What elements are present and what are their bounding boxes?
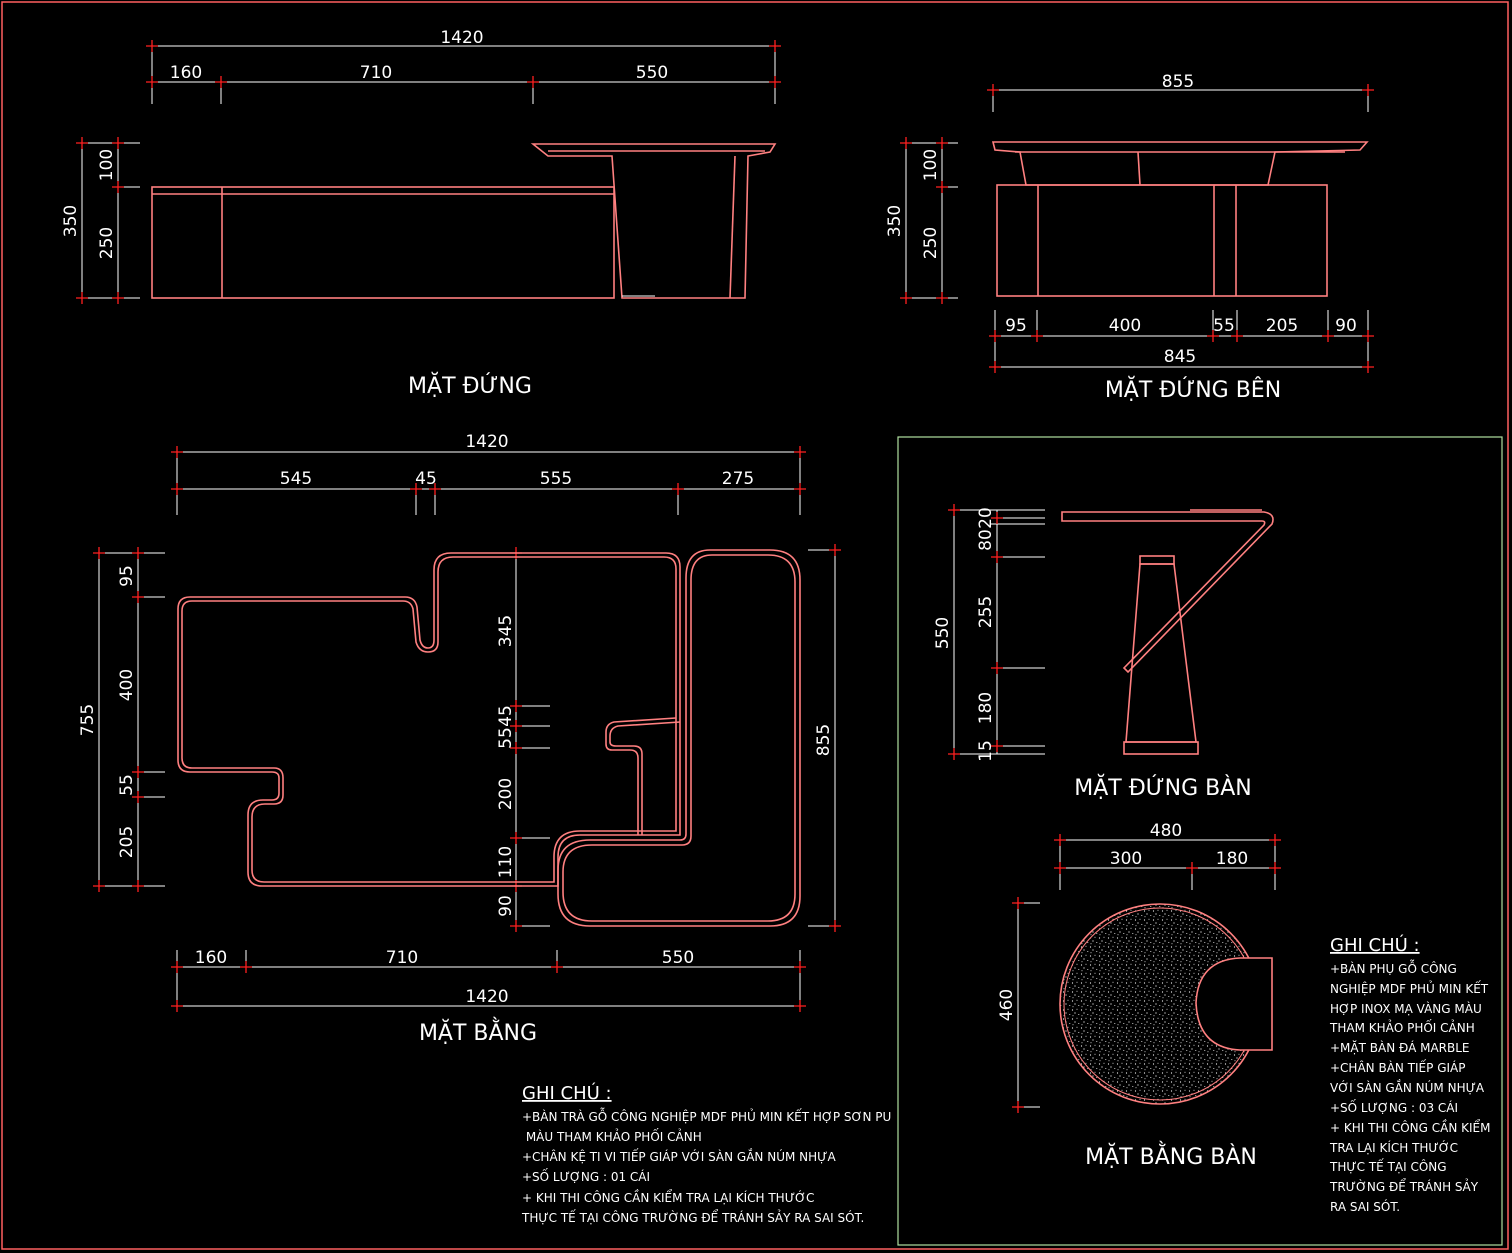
side-dim-b4: 205: [1266, 316, 1298, 336]
notes-main-line: +BÀN TRÀ GỖ CÔNG NGHIỆP MDF PHỦ MIN KẾT …: [522, 1107, 891, 1124]
notes-table-line: NGHIỆP MDF PHỦ MIN KẾT: [1330, 980, 1489, 996]
plan-dim-t3: 555: [540, 469, 572, 489]
notes-table-line: +SỐ LƯỢNG : 03 CÁI: [1330, 1099, 1458, 1115]
plan-dim-m6: 90: [496, 895, 516, 917]
notes-table-line: + KHI THI CÔNG CẦN KIỂM: [1330, 1119, 1490, 1135]
notes-main-heading: GHI CHÚ :: [522, 1082, 612, 1104]
notes-table-heading: GHI CHÚ :: [1330, 934, 1420, 956]
notes-table-line: +CHÂN BÀN TIẾP GIÁP: [1330, 1059, 1465, 1075]
plan-dim-overall-top: 1420: [465, 432, 508, 452]
table-plan: 480 300 180 460 MẶT BẰNG BÀN: [997, 821, 1281, 1170]
plan-dim-overall-bottom: 1420: [465, 987, 508, 1007]
side-dim-bottom: 845: [1164, 347, 1196, 367]
notes-table: GHI CHÚ : +BÀN PHỤ GỖ CÔNG NGHIỆP MDF PH…: [1329, 934, 1490, 1214]
table-plan-dims: 480 300 180 460: [997, 821, 1281, 1113]
front-dim-w1: 160: [170, 63, 202, 83]
front-title: MẶT ĐỨNG: [408, 372, 532, 399]
plan-dims-top: 1420 545 45 555 275: [171, 432, 806, 515]
table-plan-dim-w2: 180: [1216, 849, 1248, 869]
table-elev-dim-d5: 15: [976, 740, 996, 762]
table-plan-dim-h: 460: [997, 989, 1017, 1021]
notes-table-line: VỚI SÀN GẮN NÚM NHỰA: [1330, 1079, 1485, 1095]
plan-dim-m5: 110: [496, 846, 516, 878]
front-elevation: 1420 160 710 550 350 100 250 MẶT ĐỨNG: [61, 28, 781, 399]
notes-table-line: RA SAI SÓT.: [1330, 1199, 1400, 1214]
plan-dims-bottom: 160 710 550 1420: [171, 948, 806, 1012]
side-cabinet: [991, 141, 1369, 297]
side-table-shape: [1061, 509, 1274, 755]
plan-view: 1420 545 45 555 275 755 95 400 55 205: [78, 432, 841, 1046]
plan-dim-m1: 345: [496, 615, 516, 647]
table-elev-dims: 550 80 20 255 180 15: [933, 504, 1045, 762]
front-dim-h-top: 100: [97, 149, 117, 181]
plan-dim-right-total: 855: [814, 724, 834, 756]
front-cabinet: [151, 143, 777, 299]
notes-table-line: HỢP INOX MẠ VÀNG MÀU: [1330, 1001, 1482, 1016]
table-plan-title: MẶT BẰNG BÀN: [1085, 1141, 1257, 1170]
notes-table-line: +MẶT BÀN ĐÁ MARBLE: [1330, 1040, 1470, 1055]
side-dim-top: 855: [1162, 72, 1194, 92]
table-elev-dim-total: 550: [933, 617, 953, 649]
notes-main: GHI CHÚ : +BÀN TRÀ GỖ CÔNG NGHIỆP MDF PH…: [521, 1082, 891, 1225]
front-dims: 1420 160 710 550 350 100 250: [61, 28, 781, 304]
plan-dim-b1: 160: [195, 948, 227, 968]
plan-dim-m2: 55: [496, 727, 516, 749]
front-dim-overall: 1420: [440, 28, 483, 48]
table-plan-dim-w1: 300: [1110, 849, 1142, 869]
table-elevation: 550 80 20 255 180 15 MẶT ĐỨNG BÀN: [933, 504, 1274, 801]
table-elev-dim-d4: 180: [976, 692, 996, 724]
notes-table-line: THỰC TẾ TẠI CÔNG: [1329, 1158, 1447, 1174]
plan-outline: [177, 549, 801, 927]
table-elev-title: MẶT ĐỨNG BÀN: [1074, 774, 1251, 801]
side-title: MẶT ĐỨNG BÊN: [1105, 376, 1281, 403]
plan-dim-l2: 400: [117, 669, 137, 701]
side-dim-b5: 90: [1335, 316, 1357, 336]
table-panel-frame: [897, 436, 1503, 1246]
front-dim-h-body: 250: [97, 227, 117, 259]
plan-dims-middle: 345 55 45 200 110 90: [496, 547, 550, 932]
plan-dim-b2: 710: [386, 948, 418, 968]
plan-dim-m3: 45: [496, 705, 516, 727]
front-dim-w3: 550: [636, 63, 668, 83]
side-dim-h-top: 100: [921, 149, 941, 181]
notes-main-line: THỰC TẾ TẠI CÔNG TRƯỜNG ĐỂ TRÁNH SẢY RA …: [521, 1209, 864, 1225]
notes-main-line: +SỐ LƯỢNG : 01 CÁI: [522, 1168, 650, 1184]
plan-dim-t4: 275: [722, 469, 754, 489]
plan-dim-left-total: 755: [78, 704, 98, 736]
front-dim-w2: 710: [360, 63, 392, 83]
notes-table-line: THAM KHẢO PHỐI CẢNH: [1329, 1019, 1475, 1035]
side-dims: 855 350 100 250 95 400 55 205 90 845: [885, 72, 1374, 373]
side-dim-b3: 55: [1213, 316, 1235, 336]
plan-dim-l3: 55: [117, 774, 137, 796]
side-dim-h-total: 350: [885, 205, 905, 237]
plan-dim-b3: 550: [662, 948, 694, 968]
plan-dims-right: 855: [808, 544, 841, 932]
plan-dim-l4: 205: [117, 826, 137, 858]
side-dim-b1: 95: [1005, 316, 1027, 336]
notes-table-line: +BÀN PHỤ GỖ CÔNG: [1330, 959, 1457, 976]
table-elev-dim-d2: 20: [976, 507, 996, 529]
front-dim-h-total: 350: [61, 205, 81, 237]
plan-dims-left: 755 95 400 55 205: [78, 547, 165, 892]
notes-table-line: TRA LẠI KÍCH THƯỚC: [1329, 1140, 1458, 1155]
plan-dim-l1: 95: [117, 565, 137, 587]
table-plan-dim-total-w: 480: [1150, 821, 1182, 841]
plan-dim-t2: 45: [415, 469, 437, 489]
notes-main-line: +CHÂN KỆ TI VI TIẾP GIÁP VỚI SÀN GẮN NÚM…: [522, 1148, 836, 1164]
plan-title: MẶT BẰNG: [419, 1017, 537, 1046]
plan-dim-t1: 545: [280, 469, 312, 489]
notes-main-line: MÀU THAM KHẢO PHỐI CẢNH: [522, 1128, 702, 1144]
table-elev-dim-d3: 255: [976, 596, 996, 628]
notes-table-line: TRƯỜNG ĐỂ TRÁNH SẢY: [1329, 1178, 1479, 1194]
marble-table-top: [1059, 903, 1273, 1105]
notes-main-line: + KHI THI CÔNG CẦN KIỂM TRA LẠI KÍCH THƯ…: [522, 1189, 814, 1205]
side-dim-b2: 400: [1109, 316, 1141, 336]
side-dim-h-body: 250: [921, 227, 941, 259]
side-elevation: 855 350 100 250 95 400 55 205 90 845: [885, 72, 1374, 403]
plan-dim-m4: 200: [496, 778, 516, 810]
table-elev-dim-d1: 80: [976, 529, 996, 551]
